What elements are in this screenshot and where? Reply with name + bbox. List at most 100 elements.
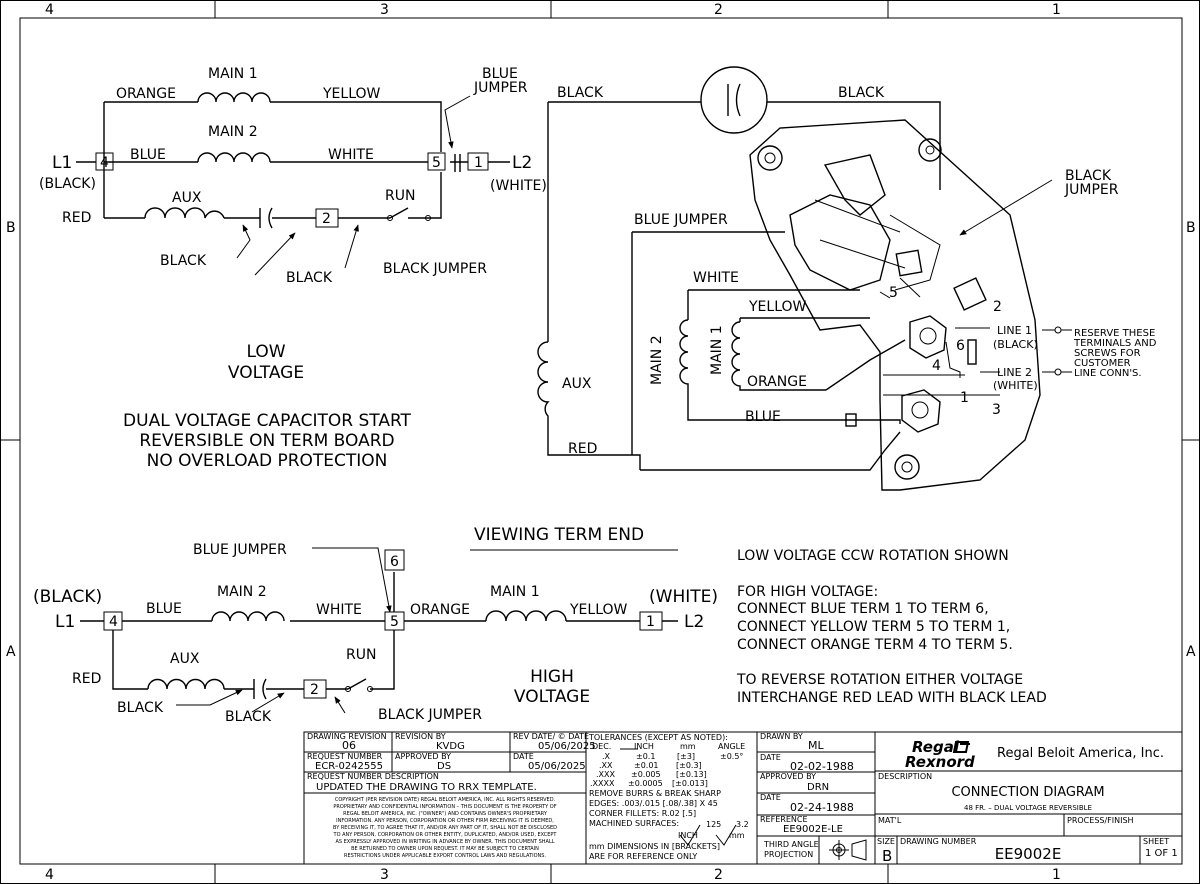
- hv-orange-label: ORANGE: [410, 602, 470, 618]
- reserve-note-line5: LINE CONN'S.: [1074, 368, 1142, 379]
- svg-text:±0.005: ±0.005: [631, 770, 661, 779]
- svg-text:3.2: 3.2: [736, 820, 749, 829]
- hv-run-label: RUN: [346, 647, 376, 663]
- low-white-label: WHITE: [328, 147, 374, 163]
- hv-aux-coil: [147, 678, 225, 690]
- high-title-line1: HIGH: [530, 667, 574, 687]
- tb-reference: EE9002E-LE: [783, 824, 843, 835]
- tb-request-number-label: REQUEST NUMBER: [307, 752, 383, 761]
- svg-text:INCH: INCH: [678, 831, 698, 840]
- term-line2-label: LINE 2: [997, 366, 1032, 379]
- run-switch: [389, 207, 409, 219]
- low-term-2: 2: [322, 211, 331, 227]
- low-title-line2: VOLTAGE: [228, 363, 304, 383]
- terminal-board-labels: BLACK BLACK BLACK JUMPER BLUE JUMPER WHI…: [557, 85, 1157, 457]
- tb-req-desc-label: REQUEST NUMBER DESCRIPTION: [307, 772, 439, 781]
- title-block-text: DRAWING REVISION 06 REVISION BY KVDG REV…: [307, 732, 1178, 865]
- terminal-board-outline: [749, 119, 1041, 491]
- svg-text:±0.1: ±0.1: [636, 752, 655, 761]
- tb-size-label: SIZE: [877, 837, 895, 846]
- tb-description-label: DESCRIPTION: [878, 772, 932, 781]
- svg-text:[±0.13]: [±0.13]: [676, 770, 707, 779]
- tb-drawn-by: ML: [808, 739, 824, 752]
- tb-tol-angle: ANGLE: [718, 742, 745, 751]
- note-reverse-2: INTERCHANGE RED LEAD WITH BLACK LEAD: [737, 690, 1047, 706]
- tb-drawing-revision-label: DRAWING REVISION: [307, 732, 387, 741]
- term-yellow-label: YELLOW: [748, 299, 807, 315]
- low-l1-color: (BLACK): [39, 176, 96, 192]
- low-title-line1: LOW: [246, 342, 285, 362]
- tb-drawn-date: 02-02-1988: [790, 760, 854, 773]
- tb-company: Regal Beloit America, Inc.: [997, 746, 1164, 761]
- zone-right-A: A: [1186, 644, 1196, 660]
- hv-black-label-2: BLACK: [225, 709, 272, 725]
- reserve-note-line2: TERMINALS AND: [1073, 338, 1157, 349]
- note-hv-3: CONNECT YELLOW TERM 5 TO TERM 1,: [737, 619, 1010, 635]
- term-line2-color: (WHITE): [993, 379, 1038, 392]
- zone-bottom-3: 3: [380, 867, 389, 883]
- term-blue-jumper-label: BLUE JUMPER: [634, 212, 728, 228]
- svg-text:AS EXPRESSLY APPROVED IN WRITI: AS EXPRESSLY APPROVED IN WRITING IN ADVA…: [335, 839, 554, 845]
- high-voltage-schematic: [80, 547, 678, 714]
- tb-approved-by: DS: [437, 761, 451, 772]
- zone-bottom-4: 4: [45, 867, 54, 883]
- hv-black-label: BLACK: [117, 700, 164, 716]
- hv-black-jumper-label: BLACK JUMPER: [378, 707, 482, 723]
- hv-l2-color: (WHITE): [649, 587, 718, 607]
- zone-bottom-1: 1: [1052, 867, 1061, 883]
- tb-drawn-date-label: DATE: [760, 753, 781, 762]
- tb-desc-title: CONNECTION DIAGRAM: [951, 785, 1104, 800]
- svg-text:TO ANY PERSON, CORPORATION OR: TO ANY PERSON, CORPORATION OR OTHER ENTI…: [333, 832, 558, 838]
- term-aux-label: AUX: [562, 376, 592, 392]
- tb-reference-label: REFERENCE: [760, 815, 808, 824]
- low-blue-label: BLUE: [130, 147, 166, 163]
- term-num-4: 4: [932, 358, 941, 374]
- viewing-term-end: VIEWING TERM END: [470, 525, 678, 551]
- note-hv-4: CONNECT ORANGE TERM 4 TO TERM 5.: [737, 637, 1013, 653]
- hv-run-switch: [347, 678, 367, 690]
- low-black-label: BLACK: [160, 253, 207, 269]
- tb-fillets: CORNER FILLETS: R.02 [.5]: [589, 809, 696, 818]
- term-main2-label: MAIN 2: [649, 335, 665, 385]
- main1-coil: [197, 92, 271, 103]
- term-black-left-label: BLACK: [557, 85, 604, 101]
- tb-request-number: ECR-0242555: [315, 761, 383, 772]
- tb-copyright-notice: COPYRIGHT (PER REVISION DATE) REGAL BELO…: [333, 797, 558, 859]
- term-aux-coil: [537, 341, 852, 471]
- tb-burrs: REMOVE BURRS & BREAK SHARP: [589, 789, 721, 798]
- tb-edges: EDGES: .003/.015 [.08/.38] X 45: [589, 799, 718, 808]
- hv-blue-label: BLUE: [146, 601, 182, 617]
- tb-machined: MACHINED SURFACES:: [589, 819, 679, 828]
- high-voltage-title: HIGH VOLTAGE: [514, 667, 590, 707]
- notes: LOW VOLTAGE CCW ROTATION SHOWN FOR HIGH …: [736, 548, 1047, 706]
- hv-term-2: 2: [310, 682, 319, 698]
- low-black-label-2: BLACK: [286, 270, 333, 286]
- tb-projection: THIRD ANGLE: [763, 840, 819, 849]
- tb-dwg-no-label: DRAWING NUMBER: [900, 837, 977, 846]
- svg-text:INFORMATION. ANY PERSON, CORPO: INFORMATION. ANY PERSON, CORPORATION OR …: [336, 818, 554, 824]
- low-red-label: RED: [62, 210, 91, 226]
- tb-sheet-label: SHEET: [1143, 837, 1169, 846]
- low-term-1: 1: [474, 155, 483, 171]
- low-yellow-label: YELLOW: [322, 86, 381, 102]
- viewing-term-end-label: VIEWING TERM END: [474, 525, 644, 545]
- svg-text:.XXX: .XXX: [596, 770, 616, 779]
- hv-term-5: 5: [390, 614, 399, 630]
- zone-left-A: A: [6, 644, 16, 660]
- tb-drawing-revision: 06: [342, 739, 356, 752]
- low-voltage-labels: MAIN 1 MAIN 2 AUX ORANGE YELLOW BLUE WHI…: [39, 66, 547, 286]
- tb-revision-by-label: REVISION BY: [395, 732, 446, 741]
- low-main1-label: MAIN 1: [208, 66, 258, 82]
- term-line1-color: (BLACK): [993, 338, 1038, 351]
- svg-text:125: 125: [706, 820, 721, 829]
- hv-term-1: 1: [646, 614, 655, 630]
- tb-approved-by-label: APPROVED BY: [395, 752, 451, 761]
- aux-coil: [144, 207, 225, 219]
- motor-description: DUAL VOLTAGE CAPACITOR START REVERSIBLE …: [123, 411, 412, 471]
- tb-revision-by: KVDG: [436, 741, 465, 752]
- hv-l1-color: (BLACK): [33, 587, 102, 607]
- hv-main1-label: MAIN 1: [490, 584, 540, 600]
- tb-appr-date: 02-24-1988: [790, 801, 854, 814]
- low-blue-jumper-label-2: JUMPER: [473, 80, 528, 96]
